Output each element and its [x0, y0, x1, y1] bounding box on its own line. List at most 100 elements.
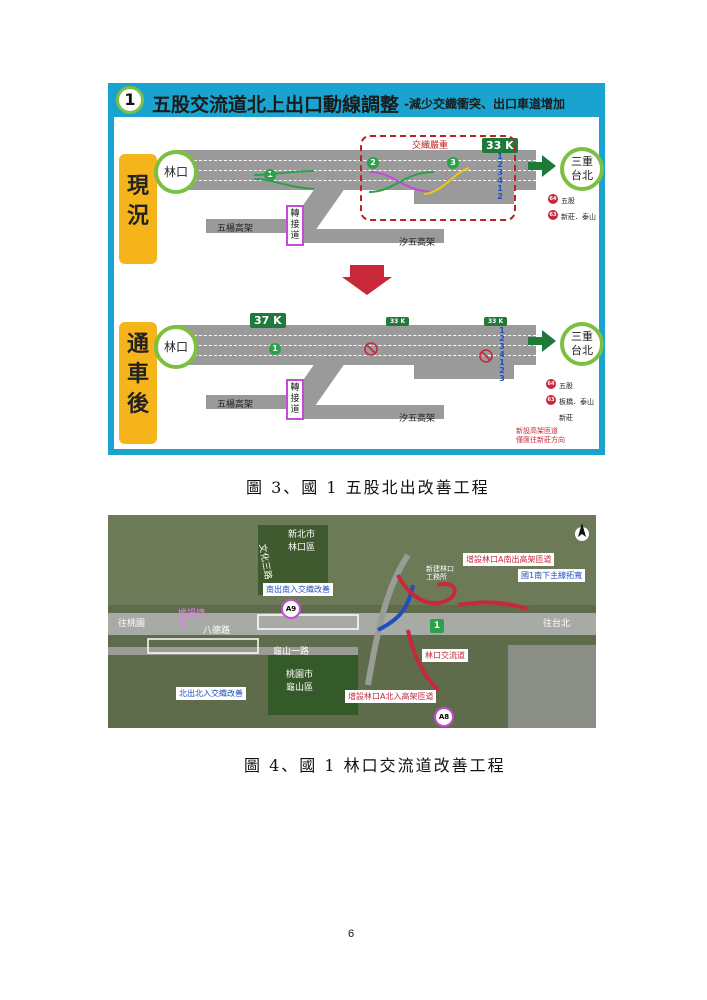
ramp-char: 轉 [290, 209, 300, 219]
lane-number: 1 [499, 358, 505, 367]
exit-road-after [414, 365, 514, 379]
exit-63-badge-after: 63 [546, 395, 556, 405]
s-weaving-label: 南出南入交織改善 [263, 583, 333, 596]
step-badge: 1 [116, 86, 144, 114]
wuyang-label-after: 五楊高架 [217, 400, 254, 410]
district-name: 龜山區 [286, 683, 314, 693]
transfer-ramp-label-after: 轉 接 道 [286, 379, 304, 420]
lane-numbers-after: 1 2 3 4 1 2 3 [498, 327, 506, 383]
city-linkou: 林口 [154, 150, 198, 194]
ramp-char: 道 [290, 405, 300, 415]
a9-marker: A9 [281, 599, 301, 619]
lane-number: 4 [499, 350, 505, 359]
city-name: 三重 [571, 155, 593, 168]
exit-road-current [414, 190, 514, 204]
xiwu-label-after: 汐五高架 [399, 414, 436, 424]
lane-number: 1 [497, 152, 503, 161]
linkou-interchange-label: 林口交流道 [422, 649, 468, 662]
current-label-char: 況 [126, 204, 149, 229]
southbound-widen-label: 國1南下主線拓寬 [518, 569, 586, 582]
weaving-label: 交織嚴重 [412, 141, 449, 151]
city-sanchong-taipei: 三重 台北 [560, 147, 604, 191]
wuyang-label: 五楊高架 [217, 224, 254, 234]
diagram-title-bar: 1 五股交流道北上出口動線調整 -減少交織衝突、出口車道增加 [108, 83, 605, 117]
city-name: 台北 [571, 169, 593, 182]
new-ramp-note-2: 僅匯往新莊方向 [516, 436, 565, 444]
lane-number: 2 [499, 366, 505, 375]
figure-3-caption: 圖 3、國 1 五股北出改善工程 [246, 478, 490, 497]
after-label-char: 後 [126, 392, 149, 417]
to-taipei: 往台北 [543, 619, 571, 629]
lane-number: 3 [499, 342, 505, 351]
district-name: 桃園市 [286, 670, 314, 680]
merge-arrows-icon [253, 170, 315, 190]
city-sanchong-taipei-after: 三重 台北 [560, 322, 604, 366]
km-37-sign: 37 K [250, 313, 286, 328]
district-taoyuan: 桃園市 龜山區 [286, 667, 313, 693]
figure-4-caption: 圖 4、國 1 林口交流道改善工程 [244, 756, 506, 775]
lane-number: 4 [497, 176, 503, 185]
exit-64-badge-after: 64 [546, 379, 556, 389]
xiwu-label: 汐五高架 [399, 238, 436, 248]
xiwu-road-after [294, 405, 444, 419]
weaving-arrows-icon [368, 167, 470, 195]
weaving-zone [360, 135, 516, 221]
bade-road: 八德路 [203, 626, 231, 636]
lane-numbers-current: 1 2 3 4 1 2 [496, 153, 504, 201]
ramp-char: 轉 [290, 383, 300, 393]
marker-1-after: 1 [269, 343, 281, 355]
lane-number: 2 [497, 192, 503, 201]
page-number: 6 [348, 928, 355, 940]
new-ramp-note-1: 新設高架匝道 [516, 427, 558, 435]
district-name: 林口區 [288, 543, 316, 553]
ramp-char: 道 [290, 231, 300, 241]
green-arrow-icon [528, 155, 556, 177]
city-name: 三重 [571, 330, 593, 343]
mrt-label: 機場捷 [178, 609, 206, 619]
xiwu-road-current [294, 229, 444, 243]
dest-wugu-after: 五股 [559, 382, 573, 390]
airport-mrt: 機場捷 運 [178, 609, 205, 629]
station-label: 工務所 [426, 573, 447, 581]
n-weaving-label: 北出北入交織改善 [176, 687, 246, 700]
lane-number: 1 [497, 184, 503, 193]
mrt-label: 運 [178, 619, 188, 629]
no-entry-icon [364, 342, 378, 356]
north-arrow-icon [575, 523, 589, 541]
figure-3-diagram: 1 五股交流道北上出口動線調整 -減少交織衝突、出口車道增加 現 況 林口 三重… [108, 83, 605, 455]
after-label: 通 車 後 [119, 322, 157, 444]
diagram-title: 五股交流道北上出口動線調整 [152, 94, 400, 116]
dest-xinzhuang: 新莊 [559, 414, 573, 422]
dest-banqiao-taishan: 板橋．泰山 [559, 398, 594, 406]
ramp-char: 接 [290, 220, 300, 230]
down-arrow-icon [342, 265, 392, 295]
lane-number: 2 [497, 160, 503, 169]
lane-number: 3 [497, 168, 503, 177]
a8-marker: A8 [434, 707, 454, 727]
city-linkou-after: 林口 [154, 325, 198, 369]
district-new-taipei: 新北市 林口區 [288, 527, 315, 553]
new-a-north-label: 增設林口A北入高架匝道 [345, 690, 437, 703]
ramp-char: 接 [290, 394, 300, 404]
km-33-sign-small: 33 K [386, 317, 410, 326]
station-label: 新建林口 [426, 565, 454, 573]
diagram-subtitle: -減少交織衝突、出口車道增加 [404, 97, 565, 111]
lane-number: 3 [499, 374, 505, 383]
city-name: 台北 [571, 344, 593, 357]
no-entry-icon [479, 349, 493, 363]
transfer-ramp-label: 轉 接 道 [286, 205, 304, 246]
diagram-body: 現 況 林口 三重 台北 33 K 交織嚴重 1 2 3 [114, 117, 604, 449]
marker-3: 3 [447, 157, 459, 169]
current-label-char: 現 [126, 174, 149, 199]
lane-number: 1 [499, 326, 505, 335]
current-label: 現 況 [119, 154, 157, 264]
after-label-char: 車 [126, 362, 149, 387]
dest-wugu: 五股 [561, 197, 575, 205]
green-arrow-icon [528, 330, 556, 352]
km-33-sign-small: 33 K [484, 317, 508, 326]
exit-63-badge: 63 [548, 210, 558, 220]
marker-2: 2 [367, 157, 379, 169]
dest-xinzhuang-taishan: 新莊．泰山 [561, 213, 596, 221]
highway-1-shield: 1 [430, 619, 444, 633]
to-taoyuan: 往桃園 [118, 619, 146, 629]
